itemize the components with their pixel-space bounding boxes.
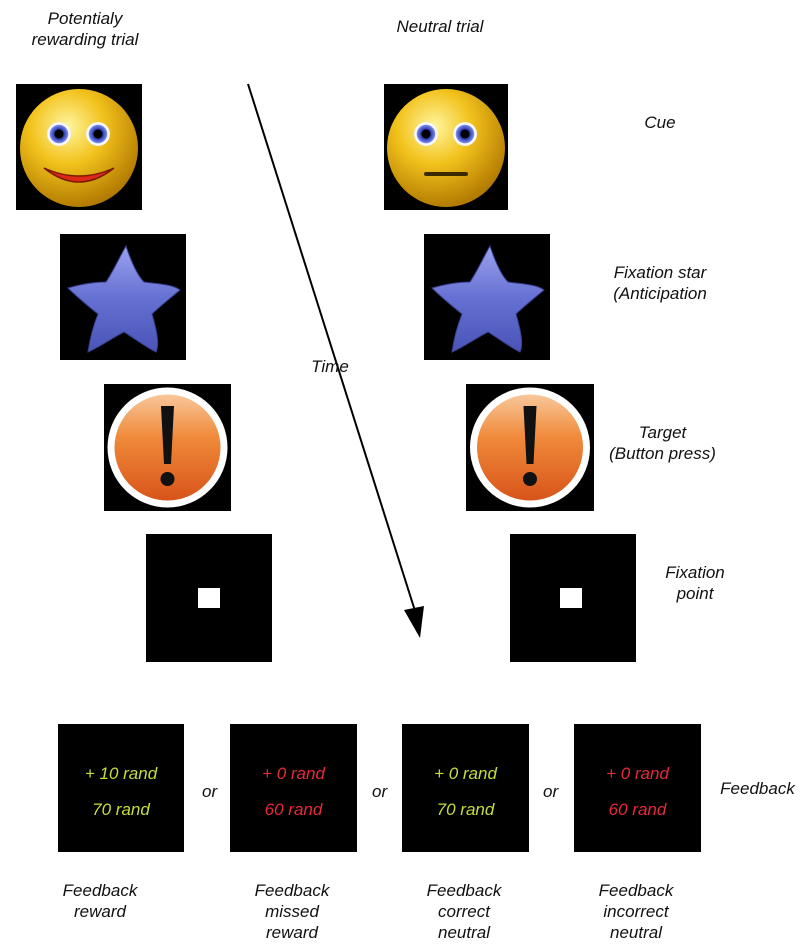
star-icon (431, 244, 545, 353)
feedback-total: 60 rand (264, 800, 323, 819)
cue-panel-neutral (384, 84, 508, 210)
star-icon (67, 244, 181, 353)
neutral-face-icon (387, 89, 505, 207)
feedback-points: + 10 rand (84, 764, 158, 783)
feedback-points: + 0 rand (606, 764, 669, 783)
feedback-total: 70 rand (92, 800, 150, 819)
stage-label-target: Target (Button press) (609, 423, 716, 463)
feedback-panel-correct-neutral: + 0 rand 70 rand (402, 724, 529, 852)
target-panel-neutral (466, 384, 594, 511)
fixation-star-panel-rewarding (60, 234, 186, 360)
caption-feedback-incorrect-neutral: Feedback incorrect neutral (598, 881, 674, 942)
exclamation-icon (470, 387, 590, 508)
feedback-points: + 0 rand (434, 764, 497, 783)
stage-label-fixation-star: Fixation star (Anticipation (613, 263, 707, 303)
fixation-point-panel-rewarding (146, 534, 272, 662)
target-panel-rewarding (104, 384, 231, 511)
or-separator: or (372, 782, 388, 801)
feedback-panel-missed-reward: + 0 rand 60 rand (230, 724, 357, 852)
stage-label-fixation-point: Fixation point (665, 563, 725, 603)
feedback-total: 70 rand (436, 800, 495, 819)
stage-label-feedback: Feedback (720, 779, 795, 798)
fixation-star-panel-neutral (424, 234, 550, 360)
or-separator: or (202, 782, 218, 801)
feedback-total: 60 rand (608, 800, 667, 819)
rewarding-trial-header: Potentialy rewarding trial (31, 9, 139, 49)
fixation-point-panel-neutral (510, 534, 636, 662)
feedback-panel-incorrect-neutral: + 0 rand 60 rand (574, 724, 701, 852)
time-label: Time (311, 357, 349, 376)
smiley-face-icon (20, 89, 138, 207)
caption-feedback-reward: Feedback reward (62, 881, 138, 921)
feedback-points: + 0 rand (262, 764, 325, 783)
caption-feedback-correct-neutral: Feedback correct neutral (426, 881, 502, 942)
exclamation-icon (107, 387, 228, 508)
neutral-trial-header: Neutral trial (396, 17, 484, 36)
or-separator: or (543, 782, 559, 801)
fixation-square-icon (560, 588, 582, 608)
fixation-square-icon (198, 588, 220, 608)
caption-feedback-missed-reward: Feedback missed reward (254, 881, 330, 942)
feedback-panel-reward: + 10 rand 70 rand (58, 724, 184, 852)
cue-panel-rewarding (16, 84, 142, 210)
stage-label-cue: Cue (644, 113, 676, 132)
